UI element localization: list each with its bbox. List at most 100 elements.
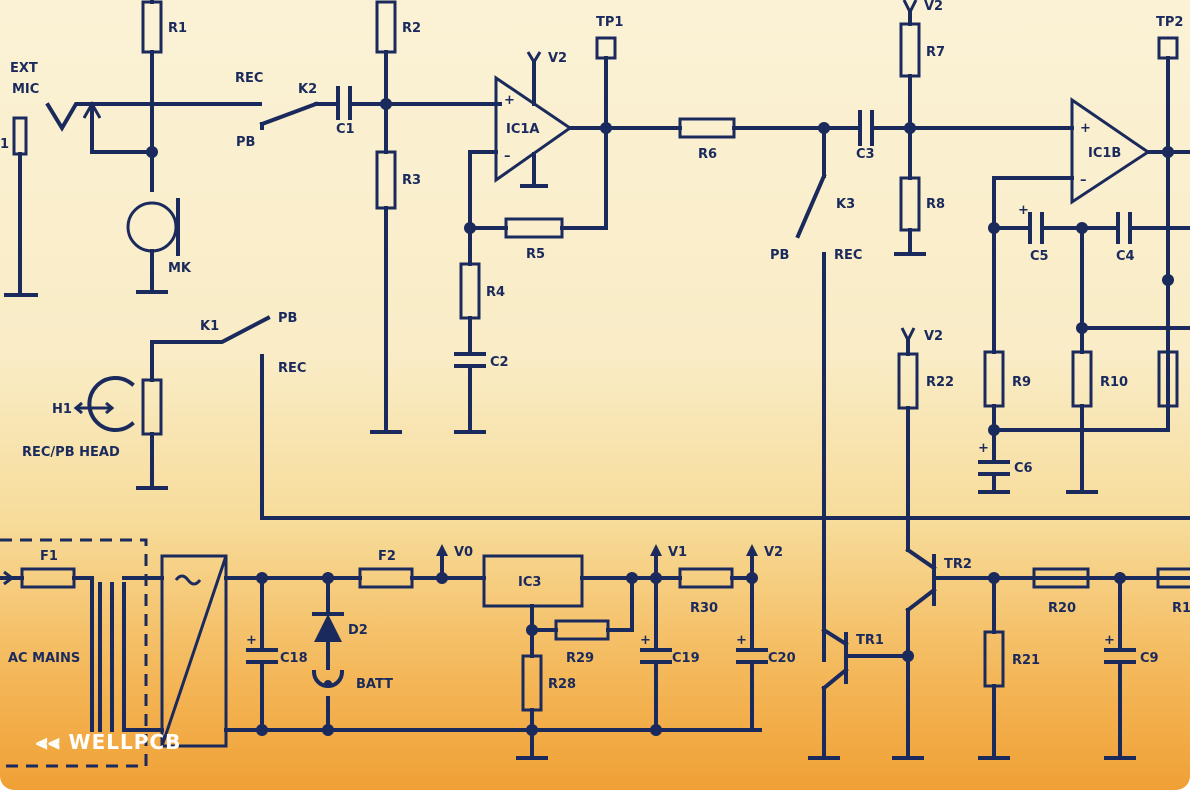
d2-diode <box>311 576 345 736</box>
tr2-label: TR2 <box>944 557 972 572</box>
v2-label-r7: V2 <box>924 0 943 14</box>
f2-label: F2 <box>378 549 396 564</box>
r3-resistor <box>370 150 402 434</box>
mk-microphone <box>126 198 180 294</box>
c9-capacitor <box>1104 572 1136 760</box>
ac-mains-box <box>0 538 148 768</box>
c5-capacitor <box>988 212 1120 244</box>
schematic-frame: EXT MIC 1 R1 MK REC K2 PB C1 R2 <box>0 0 1190 790</box>
v2-label-r22: V2 <box>924 329 943 344</box>
ic1a-label: IC1A <box>506 122 539 137</box>
r6-label: R6 <box>698 147 717 162</box>
d2-label: D2 <box>348 623 368 638</box>
wellpcb-watermark: ⫷⫷ WELLPCB <box>36 730 181 754</box>
k2-switch <box>259 101 338 130</box>
r5-label: R5 <box>526 247 545 262</box>
r1-resistor <box>82 0 163 192</box>
r5-resistor <box>464 217 608 239</box>
mic-label: MIC <box>12 82 39 97</box>
f1-fuse <box>0 567 94 732</box>
ic1a-opamp <box>468 36 682 230</box>
c3-capacitor <box>858 110 1074 146</box>
c6-plus: + <box>978 441 989 456</box>
c2-capacitor <box>454 352 486 434</box>
tr2-transistor <box>902 547 1190 760</box>
c20-capacitor <box>736 544 768 732</box>
r20-label: R20 <box>1048 601 1076 616</box>
v2-label-ic1a: V2 <box>548 51 567 66</box>
r28-label: R28 <box>548 677 576 692</box>
r10-label: R10 <box>1100 375 1128 390</box>
r21-label: R21 <box>1012 653 1040 668</box>
ext-mic-jack <box>4 102 262 297</box>
transformer <box>98 576 164 732</box>
f1-label: F1 <box>40 549 58 564</box>
c6-capacitor <box>978 460 1010 494</box>
r22-label: R22 <box>926 375 954 390</box>
pb-label-k2: PB <box>236 135 255 150</box>
k3-switch <box>795 126 827 662</box>
r29-label: R29 <box>566 651 594 666</box>
ic1b-label: IC1B <box>1088 146 1121 161</box>
r6-resistor <box>678 117 862 139</box>
r28-resistor <box>516 654 548 760</box>
pb-label-k1: PB <box>278 311 297 326</box>
r7-label: R7 <box>926 45 945 60</box>
r20-resistor <box>1032 567 1090 589</box>
h1-label: H1 <box>52 402 72 417</box>
c6-label: C6 <box>1014 461 1033 476</box>
k3-label: K3 <box>836 197 855 212</box>
h1-head <box>73 376 168 490</box>
r22-resistor <box>897 327 919 552</box>
tr1-label: TR1 <box>856 633 884 648</box>
c4-capacitor <box>1116 212 1190 244</box>
r21-resistor <box>978 572 1010 760</box>
wellpcb-text: WELLPCB <box>68 730 182 754</box>
r30-label: R30 <box>690 601 718 616</box>
c20-label: C20 <box>768 651 796 666</box>
wellpcb-logo-icon: ⫷⫷ <box>36 730 61 754</box>
k1-switch <box>150 315 1190 520</box>
mk-label: MK <box>168 261 192 276</box>
r4-label: R4 <box>486 285 505 300</box>
tp1-label: TP1 <box>596 15 623 30</box>
ic3-regulator <box>482 554 682 658</box>
c1-capacitor <box>336 86 502 120</box>
r1b-label: R1 <box>1172 601 1190 616</box>
ic1a-plus: + <box>504 93 515 108</box>
ic1a-minus: – <box>504 149 511 164</box>
ext-label: EXT <box>10 61 38 76</box>
c9-label: C9 <box>1140 651 1159 666</box>
r3-label: R3 <box>402 173 421 188</box>
ac-mains-label: AC MAINS <box>8 651 80 666</box>
ic1b-plus: + <box>1080 121 1091 136</box>
jack-pin-label: 1 <box>0 137 9 152</box>
tr1-transistor <box>808 627 924 760</box>
r-right-resistor <box>1157 350 1179 408</box>
c19-label: C19 <box>672 651 700 666</box>
v0-rail <box>224 544 762 732</box>
v2-label-c20: V2 <box>764 545 783 560</box>
circuit-schematic: EXT MIC 1 R1 MK REC K2 PB C1 R2 <box>0 0 1190 768</box>
c19-capacitor <box>640 544 672 736</box>
r30-resistor <box>678 567 754 589</box>
pb-label-k3: PB <box>770 248 789 263</box>
c18-label: C18 <box>280 651 308 666</box>
r8-resistor <box>894 176 926 256</box>
r9-label: R9 <box>1012 375 1031 390</box>
r1-label: R1 <box>168 21 187 36</box>
r9-resistor <box>983 350 1170 462</box>
ic1b-minus: – <box>1080 173 1087 188</box>
c18-plus: + <box>246 633 257 648</box>
c5-plus: + <box>1018 203 1029 218</box>
r2-resistor <box>375 0 397 154</box>
c18-capacitor <box>246 576 278 736</box>
head-label: REC/PB HEAD <box>22 445 120 460</box>
r7-resistor <box>899 0 921 180</box>
r8-label: R8 <box>926 197 945 212</box>
c4-label: C4 <box>1116 249 1135 264</box>
batt-label: BATT <box>356 677 393 692</box>
c19-plus: + <box>640 633 651 648</box>
r2-label: R2 <box>402 21 421 36</box>
v0-label: V0 <box>454 545 473 560</box>
